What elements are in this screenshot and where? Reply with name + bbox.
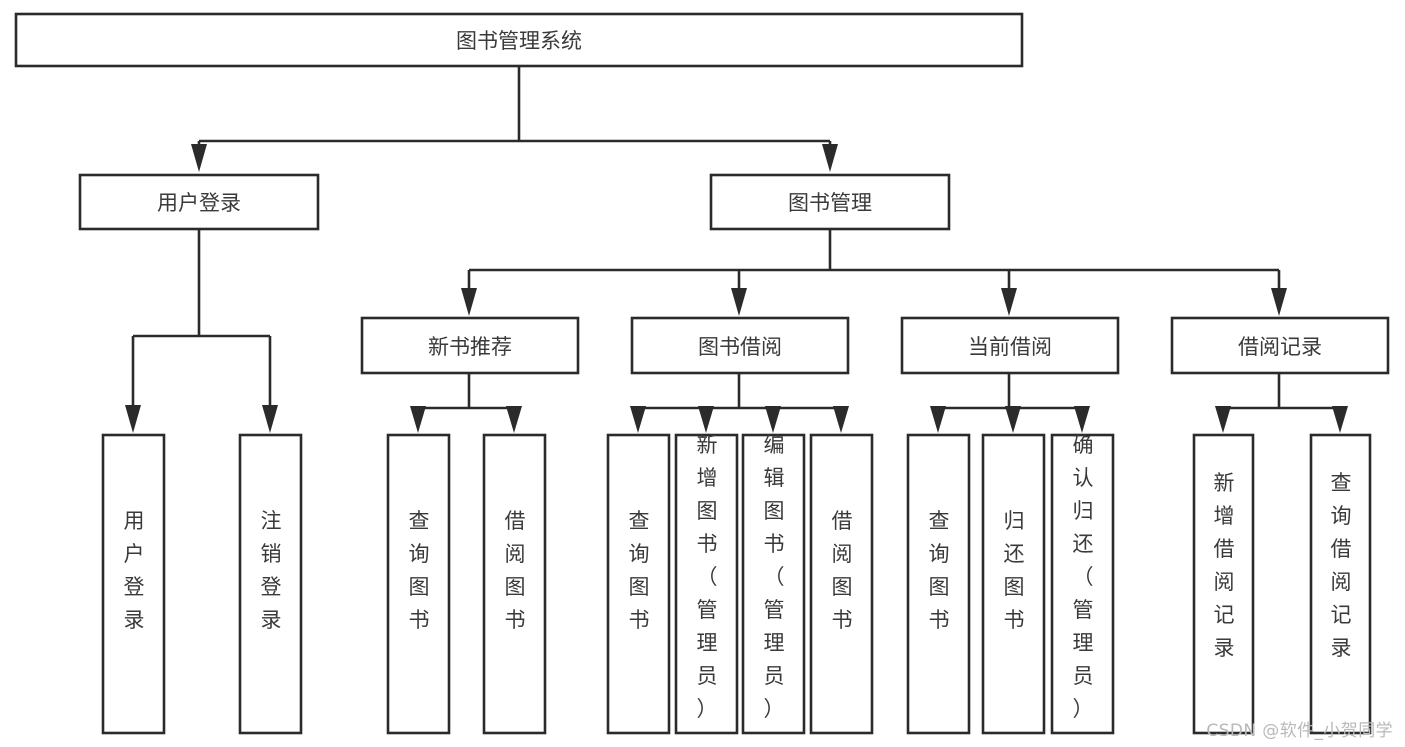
arrowhead-borrowrecord [1271,288,1287,316]
leaf-user-login-box [101,433,166,735]
leaf-borrow-book-label: 借阅图书 [832,509,853,632]
arrowhead-leaf-return-book [1005,406,1021,433]
leaf-borrow-book-recommend-label: 借阅图书 [505,509,526,632]
arrowhead-leaf-edit-book [765,406,781,433]
node-root-label: 图书管理系统 [456,29,582,53]
leaf-borrow-book-box [809,433,874,735]
arrowhead-leaf-query-record [1332,406,1348,433]
leaf-query-book-recommend[interactable]: 查询图书 [386,433,451,735]
arrowhead-leaf-query-recommend [410,406,426,433]
node-book-management[interactable]: 图书管理 [709,173,951,231]
leaf-add-book-admin[interactable]: 新增图书（管理员） [674,433,739,735]
leaf-query-borrow-record-label: 查询借阅记录 [1331,471,1352,660]
leaf-add-borrow-record-label: 新增借阅记录 [1214,471,1235,660]
node-user-login-box [78,173,320,231]
arrowhead-leaf-query-current [930,406,946,433]
arrowhead-leaf-add-book [698,406,714,433]
arrowhead-leaf-query-borrow [630,406,646,433]
arrowhead-bookborrow [731,288,747,316]
leaf-query-book-current-label: 查询图书 [929,509,950,632]
leaf-user-login-label: 用户登录 [124,509,145,632]
leaf-add-book-admin-label: 新增图书（管理员） [697,433,718,721]
node-new-book-recommend[interactable]: 新书推荐 [360,316,580,375]
leaf-edit-book-admin-box [741,433,806,735]
leaf-query-book-borrow-label: 查询图书 [629,509,650,632]
leaf-return-book-box [981,433,1046,735]
leaf-return-book-label: 归还图书 [1004,509,1025,632]
node-root-box [14,12,1024,68]
leaf-confirm-return-admin-box [1050,433,1115,735]
node-current-borrow-label: 当前借阅 [968,335,1052,359]
node-new-book-recommend-box [360,316,580,375]
leaf-logout[interactable]: 注销登录 [238,433,303,735]
node-new-book-recommend-label: 新书推荐 [428,335,512,359]
leaf-query-book-borrow[interactable]: 查询图书 [606,433,671,735]
leaf-add-book-admin-box [674,433,739,735]
leaf-edit-book-admin-label: 编辑图书（管理员） [764,433,785,721]
leaf-edit-book-admin[interactable]: 编辑图书（管理员） [741,433,806,735]
leaf-query-borrow-record-box [1309,433,1372,735]
node-book-borrow[interactable]: 图书借阅 [630,316,850,375]
csdn-watermark: CSDN @软件_小贺同学 [1206,721,1393,741]
arrowhead-leaf-logout [262,405,278,433]
node-book-borrow-box [630,316,850,375]
arrowhead-recommend [461,288,477,316]
node-borrow-record-box [1170,316,1390,375]
arrowhead-leaf-confirm-return [1074,406,1090,433]
leaf-user-login[interactable]: 用户登录 [101,433,166,735]
node-user-login-label: 用户登录 [157,191,241,215]
leaf-logout-box [238,433,303,735]
node-book-management-system[interactable]: 图书管理系统 [14,12,1024,68]
arrowhead-book-management [822,144,838,172]
node-borrow-record[interactable]: 借阅记录 [1170,316,1390,375]
arrowhead-currentborrow [1001,288,1017,316]
leaf-query-borrow-record[interactable]: 查询借阅记录 [1309,433,1372,735]
node-current-borrow[interactable]: 当前借阅 [900,316,1120,375]
leaf-borrow-book-recommend-box [482,433,547,735]
leaf-query-book-current[interactable]: 查询图书 [906,433,971,735]
node-borrow-record-label: 借阅记录 [1238,335,1322,359]
connectors-layer [125,66,1348,433]
leaf-confirm-return-admin[interactable]: 确认归还（管理员） [1050,433,1115,735]
leaf-query-book-current-box [906,433,971,735]
leaf-query-book-borrow-box [606,433,671,735]
node-book-management-box [709,173,951,231]
arrowhead-user-login [191,144,207,172]
leaf-query-book-recommend-box [386,433,451,735]
node-book-borrow-label: 图书借阅 [698,335,782,359]
node-user-login[interactable]: 用户登录 [78,173,320,231]
leaf-add-borrow-record-box [1192,433,1255,735]
node-book-management-label: 图书管理 [788,191,872,215]
leaf-borrow-book-recommend[interactable]: 借阅图书 [482,433,547,735]
leaf-return-book[interactable]: 归还图书 [981,433,1046,735]
leaf-add-borrow-record[interactable]: 新增借阅记录 [1192,433,1255,735]
arrowhead-leaf-borrow-book [833,406,849,433]
leaf-borrow-book[interactable]: 借阅图书 [809,433,874,735]
arrowhead-leaf-user-login [125,405,141,433]
node-current-borrow-box [900,316,1120,375]
leaf-query-book-recommend-label: 查询图书 [409,509,430,632]
leaf-confirm-return-admin-label: 确认归还（管理员） [1073,433,1094,721]
arrowhead-leaf-borrow-recommend [506,406,522,433]
leaf-logout-label: 注销登录 [261,509,282,632]
arrowhead-leaf-add-record [1215,406,1231,433]
